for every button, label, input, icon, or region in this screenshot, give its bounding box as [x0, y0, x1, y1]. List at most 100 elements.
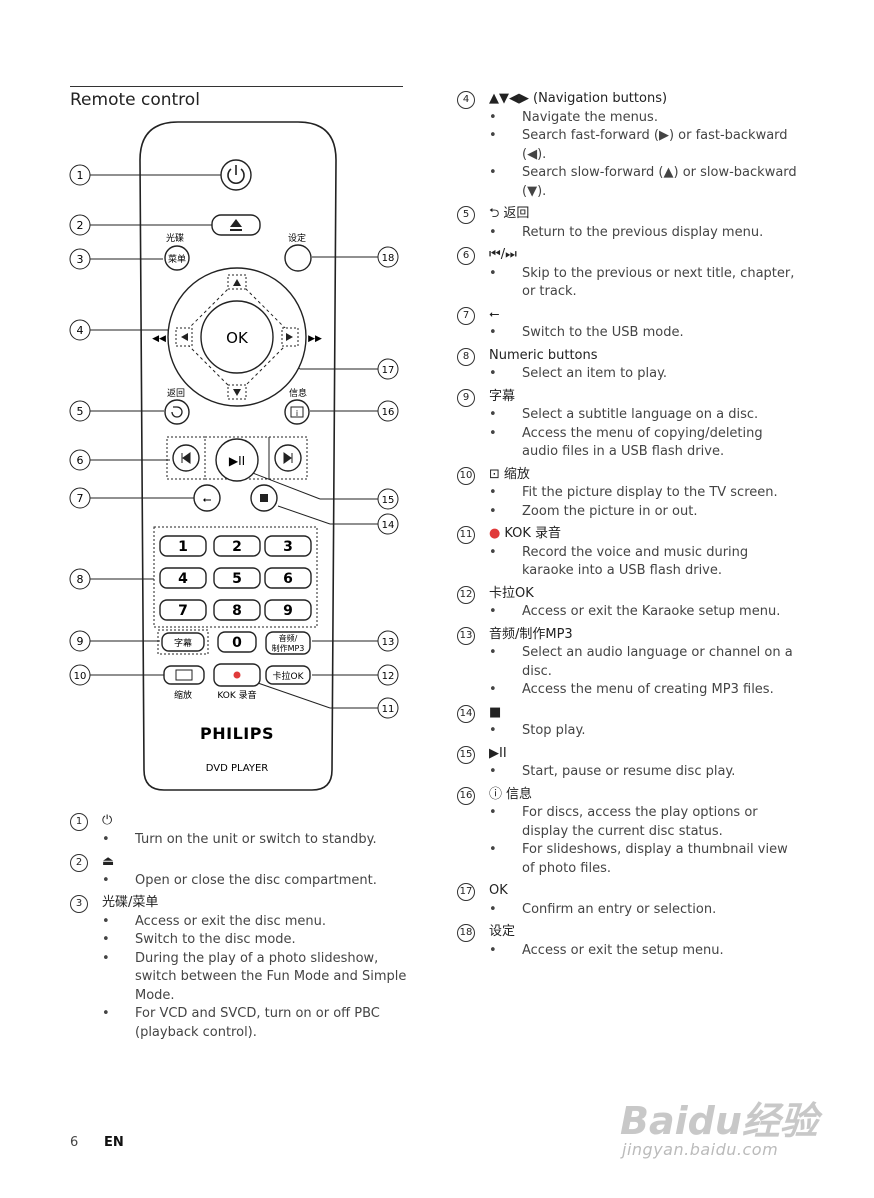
subtitle-button — [161, 632, 205, 652]
callout-number: 2 — [70, 854, 88, 872]
back-button — [164, 399, 190, 425]
callout-description-4: 4 ▲▼◀▶(Navigation buttons)Navigate the me… — [457, 90, 797, 201]
digit-button-4 — [159, 567, 207, 589]
digit-button-2 — [213, 535, 261, 557]
numeric-area — [153, 526, 318, 628]
callout-description-17: 17OKConfirm an entry or selection. — [457, 882, 797, 919]
info-icon: ⓘ — [489, 786, 503, 802]
digit-button-8 — [213, 599, 261, 621]
bullet: Zoom the picture in or out. — [489, 503, 797, 522]
callout-12: 12 — [377, 664, 399, 686]
svg-text:15: 15 — [382, 495, 395, 506]
digit-label: 6 — [283, 571, 293, 587]
svg-text:3: 3 — [77, 253, 84, 266]
power-icon: ⏻ — [102, 813, 113, 828]
bullet: For VCD and SVCD, turn on or off PBC (pl… — [102, 1005, 410, 1042]
callout-heading: 光碟/菜单 — [102, 895, 159, 910]
back-icon: ⮌ — [489, 206, 500, 221]
bullet: Access the menu of creating MP3 files. — [489, 681, 797, 700]
callout-description-6: 6⏮/⏭Skip to the previous or next title, … — [457, 246, 797, 302]
svg-text:菜单: 菜单 — [168, 253, 186, 265]
svg-text:2: 2 — [77, 219, 84, 232]
callout-description-7: 7⭠Switch to the USB mode. — [457, 306, 797, 343]
eject-icon: ⏏ — [102, 854, 115, 869]
svg-text:10: 10 — [74, 671, 87, 682]
digit-label: 1 — [178, 539, 188, 555]
callout-number: 4 — [457, 91, 475, 109]
callout-7: 7 — [69, 487, 91, 509]
next-button — [274, 444, 302, 472]
callout-number: 1 — [70, 813, 88, 831]
svg-text:KOK 录音: KOK 录音 — [217, 689, 256, 701]
callout-number: 13 — [457, 626, 475, 645]
digit-button-0 — [217, 631, 257, 653]
svg-text:1: 1 — [77, 169, 84, 182]
bullet: Switch to the disc mode. — [102, 931, 410, 950]
digit-label: 3 — [283, 539, 293, 555]
callout-16: 16 — [377, 400, 399, 422]
callout-8: 8 — [69, 568, 91, 590]
bullet: Search fast-forward (▶) or fast-backward… — [489, 127, 797, 164]
svg-text:4: 4 — [77, 324, 84, 337]
callout-heading: ⏻ — [102, 812, 410, 831]
callout-heading: ⭠ — [489, 306, 797, 325]
stop-button — [250, 484, 278, 512]
callout-1: 1 — [69, 164, 91, 186]
digit-label: 9 — [283, 603, 293, 619]
callout-heading: ■ — [489, 704, 797, 723]
digit-label: 0 — [232, 635, 242, 651]
callout-4: 4 — [69, 319, 91, 341]
digit-button-7 — [159, 599, 207, 621]
svg-text:返回: 返回 — [167, 387, 185, 399]
callout-heading: ▶II — [489, 745, 797, 764]
callout-heading: ●KOK 录音 — [489, 525, 797, 544]
model-label: DVD PLAYER — [206, 763, 269, 774]
callout-description-1: 1⏻Turn on the unit or switch to standby. — [70, 812, 410, 849]
bullet: For slideshows, display a thumbnail view… — [489, 841, 797, 878]
callout-description-12: 12卡拉OKAccess or exit the Karaoke setup m… — [457, 585, 797, 622]
bullet: Return to the previous display menu. — [489, 224, 797, 243]
prev-next-icon: ⏮/⏭ — [489, 247, 517, 262]
callout-heading: 卡拉OK — [489, 585, 534, 601]
callout-number: 3 — [70, 895, 88, 913]
callout-heading: ⏮/⏭ — [489, 246, 797, 265]
bullet: Stop play. — [489, 722, 797, 741]
svg-text:◀◀: ◀◀ — [152, 334, 166, 344]
callout-heading: ▲▼◀▶(Navigation buttons) — [489, 90, 797, 109]
callout-description-18: 18设定Access or exit the setup menu. — [457, 923, 797, 960]
callout-heading: OK — [489, 883, 508, 898]
svg-text:光碟: 光碟 — [166, 232, 184, 244]
svg-text:卡拉OK: 卡拉OK — [273, 670, 305, 682]
zoom-button — [163, 665, 205, 685]
digit-button-6 — [264, 567, 312, 589]
svg-text:信息: 信息 — [289, 387, 307, 399]
svg-text:i: i — [296, 409, 298, 418]
callout-10: 10 — [69, 664, 91, 686]
callout-heading: Numeric buttons — [489, 347, 598, 363]
bullet: Record the voice and music during karaok… — [489, 544, 797, 581]
svg-text:⭠: ⭠ — [203, 493, 212, 506]
svg-text:18: 18 — [382, 253, 395, 264]
svg-text:11: 11 — [382, 704, 395, 715]
callout-number: 6 — [457, 247, 475, 265]
callout-description-3: 3光碟/菜单Access or exit the disc menu.Switc… — [70, 894, 410, 1042]
bullet: Navigate the menus. — [489, 109, 797, 128]
record-icon: ● — [489, 526, 501, 541]
header-rule — [70, 86, 403, 87]
callout-heading: 设定 — [489, 924, 516, 939]
svg-text:17: 17 — [382, 365, 395, 376]
callout-5: 5 — [69, 400, 91, 422]
callout-number: 16 — [457, 786, 475, 805]
usb-icon: ⭠ — [489, 306, 500, 322]
callout-heading: 音频/制作MP3 — [489, 626, 573, 642]
callout-description-2: 2 ⏏ Open or close the disc compartment. — [70, 853, 410, 890]
callout-number: 18 — [457, 924, 475, 942]
bullet: Open or close the disc compartment. — [102, 872, 410, 891]
svg-text:6: 6 — [77, 454, 84, 467]
stop-icon: ■ — [489, 704, 502, 720]
callout-11: 11 — [377, 697, 399, 719]
eject-button — [211, 214, 261, 236]
brand-logo: PHILIPS — [200, 724, 274, 743]
svg-text:9: 9 — [77, 635, 84, 648]
